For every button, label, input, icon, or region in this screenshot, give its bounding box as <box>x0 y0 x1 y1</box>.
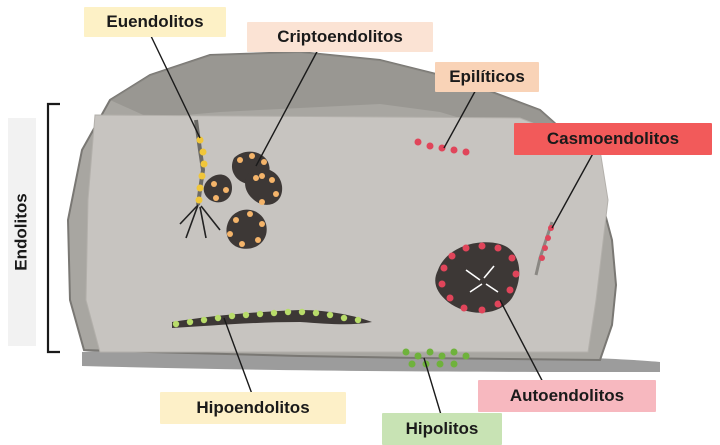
label-hipoendolitos: Hipoendolitos <box>160 392 346 424</box>
label-casmoendolitos: Casmoendolitos <box>514 123 712 155</box>
label-euendolitos: Euendolitos <box>84 7 226 37</box>
label-hipolitos: Hipolitos <box>382 413 502 445</box>
label-autoendolitos: Autoendolitos <box>478 380 656 412</box>
label-endolitos: Endolitos <box>8 118 36 346</box>
label-epiliticos: Epilíticos <box>435 62 539 92</box>
endolitos-bracket <box>48 104 60 352</box>
label-criptoendolitos: Criptoendolitos <box>247 22 433 52</box>
